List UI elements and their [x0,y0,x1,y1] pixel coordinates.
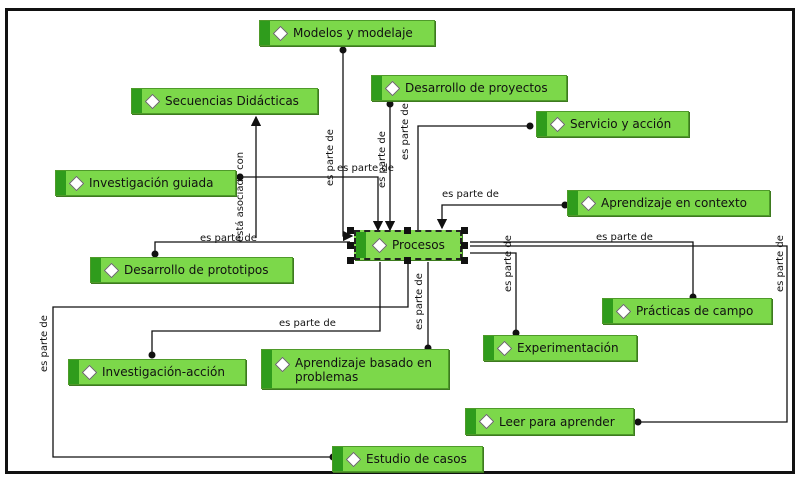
link-aprendizaje-contexto [436,204,565,230]
diamond-icon [580,195,597,211]
edge-label: es parte de [596,232,653,243]
node-practicas-campo[interactable]: Prácticas de campo [602,298,772,324]
node-secuencias[interactable]: Secuencias Didácticas [131,88,318,114]
link-estudio-casos [52,262,409,458]
link-investigacion-guiada [240,176,384,232]
diamond-icon [274,356,291,373]
node-label: Procesos [392,238,445,252]
node-label: Leer para aprender [499,414,615,429]
node-label: Servicio y acción [570,117,672,131]
node-label: Aprendizaje basado en problemas [295,356,432,384]
selection-handle[interactable] [404,257,411,264]
dot-servicio [526,122,534,130]
node-leer-aprender[interactable]: Leer para aprender [465,408,634,435]
edge-label: es parte de [337,163,394,174]
node-experimentacion[interactable]: Experimentación [483,335,637,361]
edge-label: es parte de [325,129,336,186]
link-investigacion-accion [151,262,381,355]
node-aprendizaje-problemas[interactable]: Aprendizaje basado en problemas [261,349,449,389]
link-experimentacion [470,252,517,333]
dot-desarrollo-prototipos [151,250,159,258]
node-label: Secuencias Didácticas [165,94,299,108]
dot-modelos [339,46,347,54]
dot-desarrollo-proyectos [386,100,394,108]
edge-label: está asociado con [234,152,246,242]
edge-label: es parte de [200,233,257,244]
dot-investigacion-accion [148,351,156,359]
link-practicas-campo [470,241,694,297]
node-procesos[interactable]: Procesos [354,230,462,260]
edge-label: es parte de [442,189,499,200]
node-servicio[interactable]: Servicio y acción [536,111,689,137]
diamond-icon [615,303,632,319]
diamond-icon [345,451,362,467]
edge-label: es parte de [377,131,388,188]
diamond-icon [68,175,85,191]
selection-handle[interactable] [347,257,354,264]
edge-label: es parte de [279,318,336,329]
edge-label: es parte de [39,315,50,372]
link-leer-aprender [470,245,788,423]
node-investigacion-guiada[interactable]: Investigación guiada [55,170,236,196]
selection-handle[interactable] [347,242,354,249]
edge-label: es parte de [414,273,425,330]
diamond-icon [496,340,513,356]
node-label: Investigación-acción [102,365,225,379]
node-desarrollo-proyectos[interactable]: Desarrollo de proyectos [371,75,567,101]
node-label: Investigación guiada [89,176,214,190]
node-modelos[interactable]: Modelos y modelaje [259,20,435,46]
node-estudio-casos[interactable]: Estudio de casos [332,446,483,472]
diamond-icon [371,237,388,253]
diamond-icon [144,93,161,109]
diamond-icon [384,80,401,96]
diamond-icon [81,364,98,380]
link-servicio [417,125,530,230]
node-label: Prácticas de campo [636,304,754,318]
selection-handle[interactable] [461,242,468,249]
node-investigacion-accion[interactable]: Investigación-acción [68,359,246,385]
node-desarrollo-prototipos[interactable]: Desarrollo de prototipos [90,257,293,283]
dot-experimentacion [512,329,520,337]
selection-handle[interactable] [461,227,468,234]
dot-aprendizaje-contexto [561,201,569,209]
diamond-icon [549,116,566,132]
edge-label: es parte de [503,235,514,292]
node-label: Estudio de casos [366,452,467,466]
diamond-icon [478,413,495,430]
node-label: Experimentación [517,341,619,355]
selection-handle[interactable] [347,227,354,234]
node-aprendizaje-contexto[interactable]: Aprendizaje en contexto [567,190,770,216]
node-label: Desarrollo de prototipos [124,263,269,277]
selection-handle[interactable] [461,257,468,264]
selection-handle[interactable] [404,227,411,234]
link-modelos [342,50,354,242]
edge-label: es parte de [400,103,411,160]
diamond-icon [103,262,120,278]
link-desarrollo-prototipos [154,241,350,254]
dot-leer-aprender [634,418,642,426]
node-label: Aprendizaje en contexto [601,196,747,210]
diamond-icon [272,25,289,41]
dot-investigacion-guiada [236,173,244,181]
edge-label: es parte de [775,235,786,292]
node-label: Desarrollo de proyectos [405,81,548,95]
node-label: Modelos y modelaje [293,26,413,40]
